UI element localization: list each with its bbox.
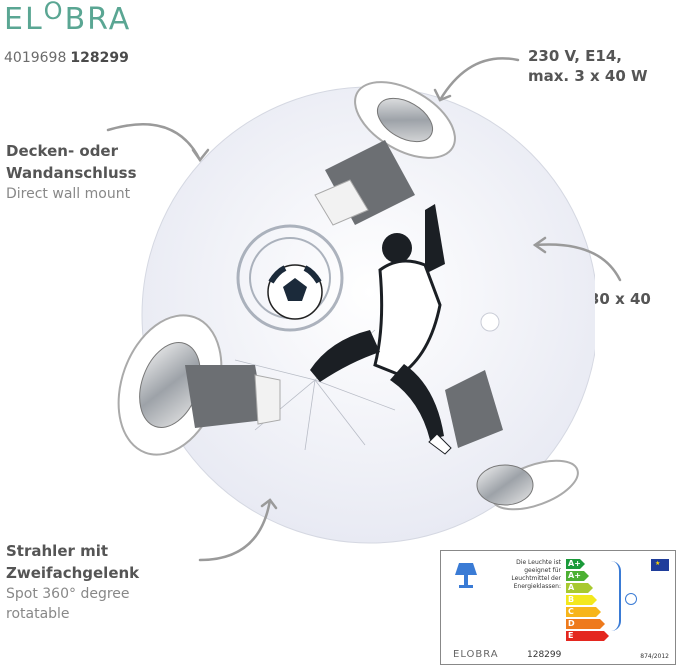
ceiling-lamp-illustration — [117, 81, 595, 544]
energy-class-1: A+ — [566, 571, 589, 581]
energy-label-brand: ELOBRA — [453, 649, 499, 660]
energy-label-code: 128299 — [527, 650, 562, 660]
energy-class-6: E — [566, 631, 609, 641]
energy-class-2: A — [566, 583, 593, 593]
energy-label: Die Leuchte ist geeignet für Leuchtmitte… — [440, 550, 676, 665]
mount-label: Decken- oder Wandanschluss Direct wall m… — [6, 142, 137, 202]
spot-right — [445, 370, 579, 511]
power-label: 230 V, E14, max. 3 x 40 W — [528, 47, 648, 85]
article-number: 128299 — [70, 50, 129, 66]
mount-knob — [480, 312, 500, 332]
brand-logo: ELOBRA — [4, 0, 132, 37]
brace — [609, 561, 621, 631]
energy-label-text: Die Leuchte ist geeignet für Leuchtmitte… — [511, 559, 561, 590]
football — [267, 264, 323, 320]
spot-label: Strahler mit Zweifachgelenk Spot 360° de… — [6, 542, 140, 622]
energy-class-3: B — [566, 595, 597, 605]
energy-class-5: D — [566, 619, 605, 629]
ean-code: 4019698 — [4, 50, 67, 66]
football-player — [310, 204, 452, 455]
energy-class-0: A++ — [566, 559, 588, 569]
spot-top — [314, 81, 456, 226]
table-lamp-icon — [455, 563, 477, 588]
energy-class-4: C — [566, 607, 601, 617]
eu-flag-icon: ★ — [651, 559, 669, 571]
energy-label-regulation: 874/2012 — [640, 653, 669, 660]
spot-left — [117, 314, 281, 456]
bulb-icon — [625, 593, 637, 605]
